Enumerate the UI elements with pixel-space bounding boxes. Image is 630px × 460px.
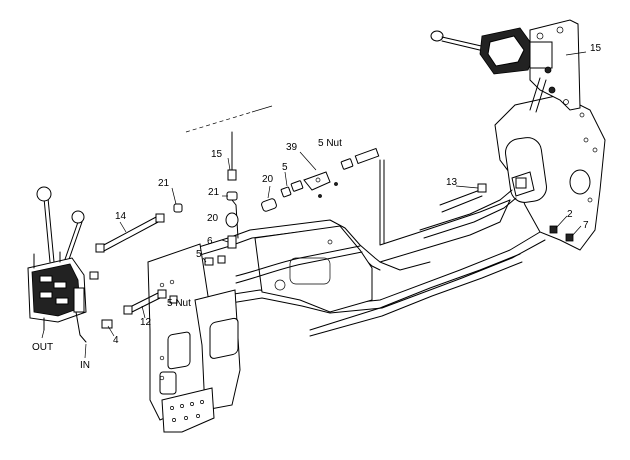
callout-21-a: 21	[158, 178, 170, 189]
leader-lines	[41, 151, 582, 359]
callout-20-a: 20	[262, 174, 274, 185]
callout-21-b: 21	[208, 187, 220, 198]
callout-out: OUT	[32, 342, 54, 353]
callout-6: 6	[207, 236, 213, 247]
hoses	[99, 159, 517, 314]
callout-15-left: 15	[211, 149, 223, 160]
control-valve	[27, 186, 87, 343]
joystick-control	[430, 19, 587, 113]
callout-5-low: 5	[196, 249, 202, 260]
callout-15-top-right: 15	[590, 43, 602, 54]
callout-in: IN	[80, 360, 90, 371]
callout-12: 12	[140, 317, 152, 328]
callout-4: 4	[113, 335, 119, 346]
callout-2: 2	[567, 209, 573, 220]
callout-7: 7	[583, 220, 589, 231]
callout-5-nut-top: 5 Nut	[318, 138, 342, 149]
guide-line-end	[251, 105, 273, 113]
callout-13: 13	[446, 177, 458, 188]
callout-14: 14	[115, 211, 127, 222]
callout-39: 39	[286, 142, 298, 153]
callout-20-b: 20	[207, 213, 219, 224]
chassis-frame	[147, 94, 606, 433]
callout-5-mid: 5	[282, 162, 288, 173]
guide-line	[185, 111, 253, 133]
callout-5-nut-low: 5 Nut	[167, 298, 191, 309]
